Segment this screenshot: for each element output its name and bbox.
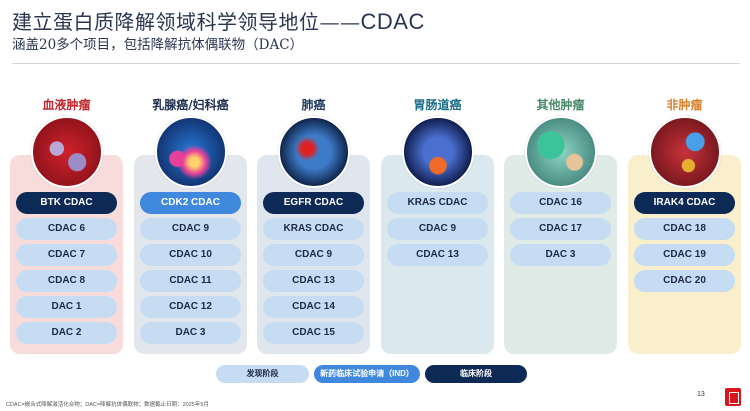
legend-clinical: 临床阶段	[425, 365, 527, 383]
program-pill: CDAC 19	[634, 244, 735, 266]
program-pill: CDAC 9	[263, 244, 364, 266]
indication-column: 其他肿瘤 CDAC 16 CDAC 17 DAC 3	[504, 96, 617, 354]
indication-column: 乳腺癌/妇科癌 CDK2 CDAC CDAC 9 CDAC 10 CDAC 11 CDA…	[134, 96, 247, 354]
page-subtitle: 涵盖20多个项目，包括降解抗体偶联物（DAC）	[12, 37, 304, 53]
legend-discovery: 发现阶段	[216, 365, 309, 383]
program-pill: DAC 1	[16, 296, 117, 318]
indication-column: 非肿瘤 IRAK4 CDAC CDAC 18 CDAC 19 CDAC 20	[628, 96, 741, 354]
column-title: 乳腺癌/妇科癌	[152, 98, 229, 112]
program-pill: CDAC 7	[16, 244, 117, 266]
program-pill: CDAC 9	[140, 218, 241, 240]
program-pill: CDAC 18	[634, 218, 735, 240]
page-number: 13	[697, 391, 705, 398]
program-pill: KRAS CDAC	[263, 218, 364, 240]
program-pill: IRAK4 CDAC	[634, 192, 735, 214]
program-pill: CDAC 15	[263, 322, 364, 344]
column-title: 肺癌	[301, 98, 326, 112]
blood-cells-image	[30, 116, 103, 188]
footnote: CDAC=嵌合式降解激活化合物；DAC=降解抗体偶联物；数据截止日期：2025年…	[6, 402, 209, 408]
program-pill: EGFR CDAC	[263, 192, 364, 214]
antibody-image	[648, 116, 721, 188]
company-logo	[725, 388, 741, 406]
program-pill: BTK CDAC	[16, 192, 117, 214]
lung-image	[277, 116, 350, 188]
program-pill: CDAC 14	[263, 296, 364, 318]
indication-column: 肺癌 EGFR CDAC KRAS CDAC CDAC 9 CDAC 13 CDAC 1…	[257, 96, 370, 354]
program-pill: CDAC 17	[510, 218, 611, 240]
program-pill: CDAC 16	[510, 192, 611, 214]
program-pill: CDAC 11	[140, 270, 241, 292]
program-pill: CDAC 10	[140, 244, 241, 266]
column-title: 血液肿瘤	[42, 98, 91, 112]
program-pill: DAC 2	[16, 322, 117, 344]
program-pill: KRAS CDAC	[387, 192, 488, 214]
column-title: 胃肠道癌	[413, 98, 462, 112]
divider	[12, 63, 740, 64]
page-title: 建立蛋白质降解领域科学领导地位——CDAC	[12, 9, 425, 34]
program-pill: CDAC 9	[387, 218, 488, 240]
column-title: 非肿瘤	[666, 98, 703, 112]
indication-column: 血液肿瘤 BTK CDAC CDAC 6 CDAC 7 CDAC 8 DAC 1 DAC …	[10, 96, 123, 354]
program-pill: CDAC 20	[634, 270, 735, 292]
program-pill: CDK2 CDAC	[140, 192, 241, 214]
stomach-image	[401, 116, 474, 188]
program-pill: CDAC 8	[16, 270, 117, 292]
stage-legend: 发现阶段 新药临床试验申请（IND） 临床阶段	[216, 365, 527, 383]
legend-ind: 新药临床试验申请（IND）	[314, 365, 420, 383]
program-pill: DAC 3	[140, 322, 241, 344]
program-pill: CDAC 13	[387, 244, 488, 266]
program-pill: CDAC 12	[140, 296, 241, 318]
program-pill: DAC 3	[510, 244, 611, 266]
program-pill: CDAC 6	[16, 218, 117, 240]
indication-column: 胃肠道癌 KRAS CDAC CDAC 9 CDAC 13	[381, 96, 494, 354]
tumor-cells-image	[524, 116, 597, 188]
column-title: 其他肿瘤	[536, 98, 585, 112]
program-pill: CDAC 13	[263, 270, 364, 292]
breast-tumor-image	[154, 116, 227, 188]
